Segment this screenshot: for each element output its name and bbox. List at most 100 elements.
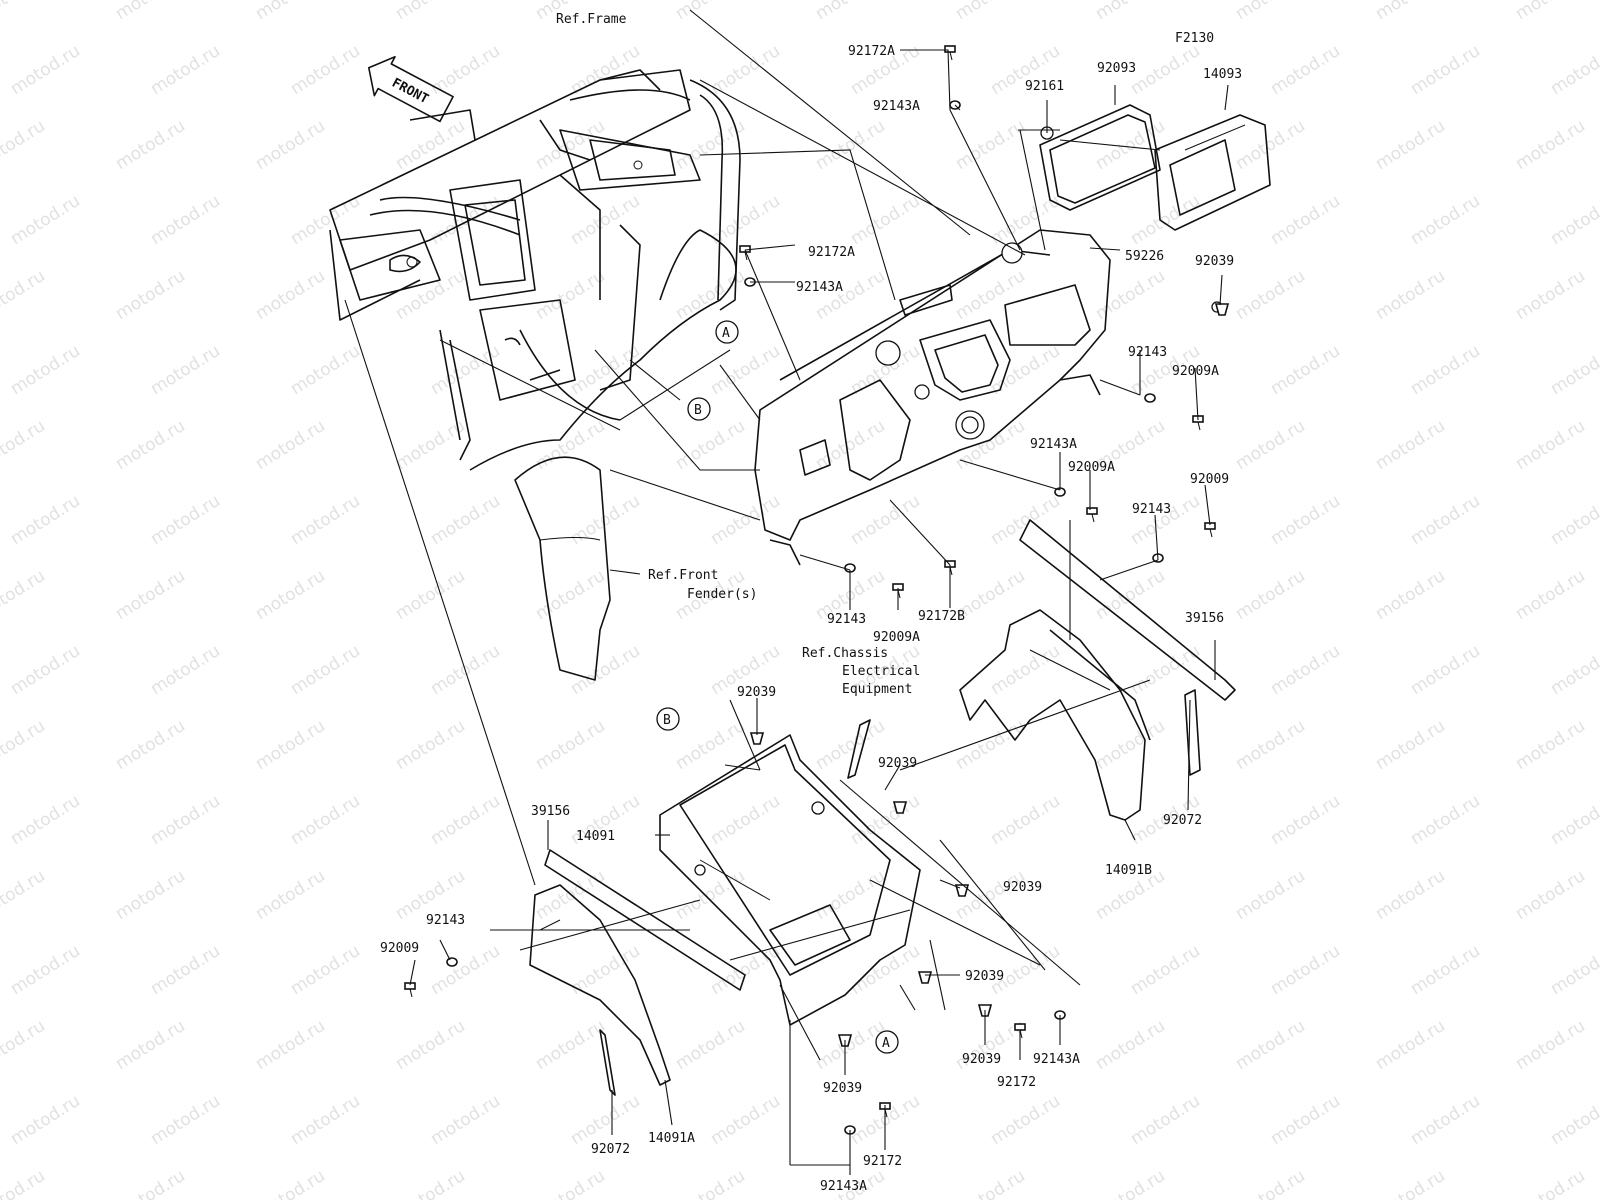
watermark-text: motod.ru [1232, 0, 1309, 24]
part-92009-bl: 92009 [380, 941, 419, 956]
watermark-text: motod.ru [1092, 0, 1169, 24]
watermark-text: motod.ru [707, 341, 784, 399]
watermark-text: motod.ru [1127, 41, 1204, 99]
callout-a-bottom: A [875, 1030, 899, 1054]
part-92143-bl: 92143 [426, 913, 465, 928]
watermark-text: motod.ru [1267, 941, 1344, 999]
ref-chassis-label-3: Equipment [842, 682, 912, 697]
fastener-icons [404, 45, 1230, 1135]
watermark-text: motod.ru [847, 791, 924, 849]
watermark-text: motod.ru [0, 266, 49, 324]
watermark-text: motod.ru [1407, 641, 1484, 699]
watermark-text: motod.ru [952, 0, 1029, 24]
watermark-text: motod.ru [952, 116, 1029, 174]
clip-icon [917, 971, 933, 984]
watermark-text: motod.ru [112, 866, 189, 924]
watermark-text: motod.ru [1407, 341, 1484, 399]
part-92143A-mid: 92143A [796, 280, 843, 295]
watermark-text: motod.ru [532, 416, 609, 474]
watermark-text: motod.ru [147, 941, 224, 999]
watermark-text: motod.ru [1267, 191, 1344, 249]
watermark-text: motod.ru [1512, 416, 1589, 474]
watermark-text: motod.ru [427, 191, 504, 249]
part-92172A-mid: 92172A [808, 245, 855, 260]
watermark-text: motod.ru [287, 1091, 364, 1149]
watermark-text: motod.ru [427, 1091, 504, 1149]
watermark-text: motod.ru [1232, 416, 1309, 474]
ref-front-fender-label-1: Ref.Front [648, 568, 718, 583]
watermark-text: motod.ru [7, 1091, 84, 1149]
watermark-text: motod.ru [7, 191, 84, 249]
watermark-text: motod.ru [1512, 566, 1589, 624]
watermark-text: motod.ru [1372, 0, 1449, 24]
watermark-text: motod.ru [1407, 191, 1484, 249]
watermark-text: motod.ru [0, 716, 49, 774]
watermark-text: motod.ru [252, 1016, 329, 1074]
watermark-text: motod.ru [532, 1016, 609, 1074]
watermark-text: motod.ru [1267, 1091, 1344, 1149]
watermark-text: motod.ru [812, 0, 889, 24]
watermark-text: motod.ru [1547, 491, 1600, 549]
part-92172A-top: 92172A [848, 44, 895, 59]
watermark-text: motod.ru [1407, 1091, 1484, 1149]
washer-icon [446, 957, 458, 967]
part-92072-right: 92072 [1163, 813, 1202, 828]
watermark-text: motod.ru [812, 416, 889, 474]
watermark-text: motod.ru [287, 791, 364, 849]
clip-icon [749, 732, 765, 745]
watermark-text: motod.ru [1407, 941, 1484, 999]
watermark-text: motod.ru [252, 716, 329, 774]
watermark-text: motod.ru [1372, 116, 1449, 174]
watermark-text: motod.ru [1512, 0, 1589, 24]
part-92143-right: 92143 [1128, 345, 1167, 360]
watermark-text: motod.ru [952, 266, 1029, 324]
watermark-text: motod.ru [1547, 791, 1600, 849]
side-panel-14091B [959, 519, 1236, 821]
watermark-text: motod.ru [707, 941, 784, 999]
watermark-text: motod.ru [252, 1166, 329, 1200]
front-arrow-label: FRONT [389, 76, 431, 108]
part-92172B: 92172B [918, 609, 965, 624]
watermark-text: motod.ru [1547, 641, 1600, 699]
callout-b-bottom-label: B [663, 713, 671, 728]
watermark-text: motod.ru [1232, 566, 1309, 624]
bolt-icon [1204, 522, 1216, 538]
part-92009A-center: 92009A [1068, 460, 1115, 475]
watermark-text: motod.ru [1512, 116, 1589, 174]
watermark-text: motod.ru [112, 0, 189, 24]
watermark-text: motod.ru [707, 1091, 784, 1149]
watermark-text: motod.ru [1372, 266, 1449, 324]
leader-lines [344, 9, 1229, 1175]
watermark-text: motod.ru [287, 491, 364, 549]
watermark-text: motod.ru [1547, 41, 1600, 99]
watermark-text: motod.ru [0, 416, 49, 474]
watermark-text: motod.ru [672, 416, 749, 474]
part-39156-right: 39156 [1185, 611, 1224, 626]
watermark-text: motod.ru [0, 116, 49, 174]
part-14093: 14093 [1203, 67, 1242, 82]
watermark-text: motod.ru [1512, 866, 1589, 924]
part-59226: 59226 [1125, 249, 1164, 264]
watermark-text: motod.ru [567, 1091, 644, 1149]
watermark-text: motod.ru [1372, 1166, 1449, 1200]
watermark-text: motod.ru [1127, 1091, 1204, 1149]
watermark-text: motod.ru [1372, 716, 1449, 774]
watermark-text: motod.ru [112, 1166, 189, 1200]
watermark-text: motod.ru [952, 716, 1029, 774]
watermark-text: motod.ru [427, 791, 504, 849]
watermark-text: motod.ru [112, 716, 189, 774]
callout-b-top-label: B [694, 403, 702, 418]
watermark-text: motod.ru [147, 1091, 224, 1149]
watermark-text: motod.ru [812, 116, 889, 174]
watermark-text: motod.ru [252, 116, 329, 174]
watermark-text: motod.ru [7, 791, 84, 849]
bolt-icon [404, 982, 416, 998]
callout-b-top: B [687, 397, 711, 421]
watermark-text: motod.ru [987, 791, 1064, 849]
watermark-text: motod.ru [0, 1166, 49, 1200]
part-14091A: 14091A [648, 1131, 695, 1146]
watermark-text: motod.ru [1372, 866, 1449, 924]
watermark-text: motod.ru [1232, 266, 1309, 324]
part-92143-left: 92143 [827, 612, 866, 627]
watermark-text: motod.ru [427, 941, 504, 999]
